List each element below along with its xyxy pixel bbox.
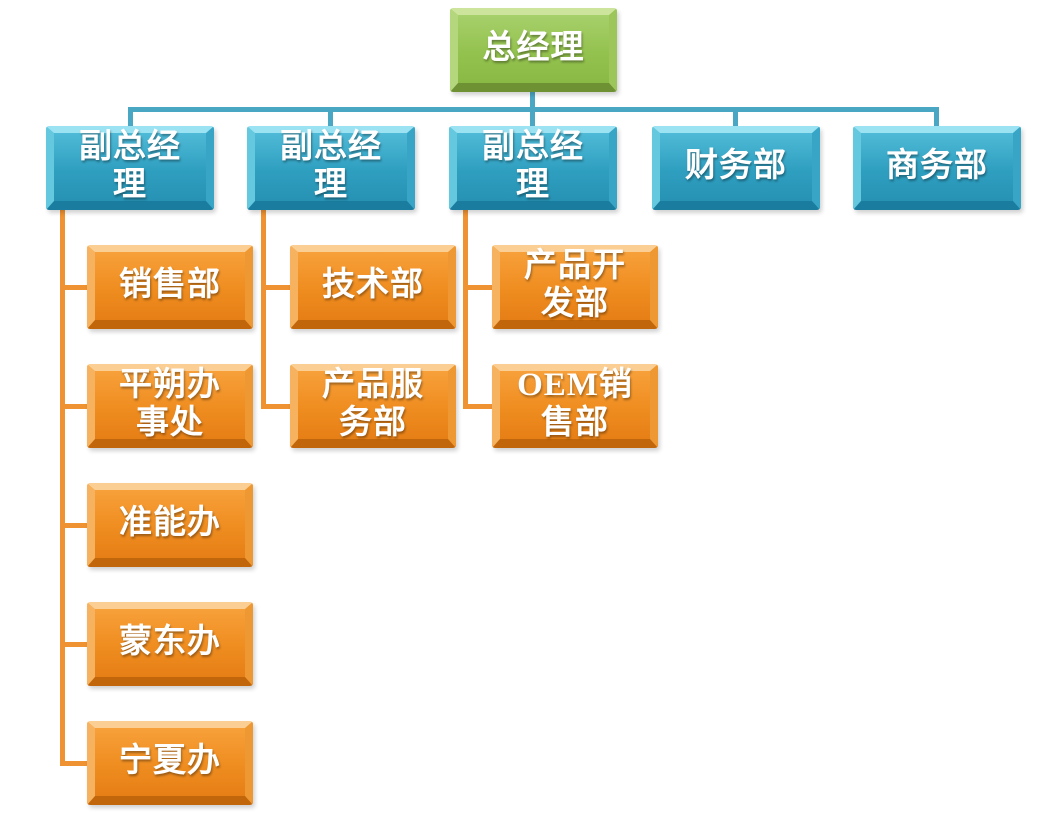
connector-bus-to-finance-dept — [733, 107, 738, 126]
connector-bus-to-deputy-gm-2 — [328, 107, 333, 126]
connector-deputy-gm-3-branch — [463, 209, 468, 408]
node-zhunneng-office: 准能办 — [87, 483, 253, 567]
node-deputy-gm-1: 副总经理 — [46, 126, 214, 210]
node-tech-dept: 技术部 — [290, 245, 456, 329]
connector-deputy-gm-1-branch — [60, 209, 65, 766]
node-ningxia-office: 宁夏办 — [87, 721, 253, 805]
node-pingshuo-office: 平朔办事处 — [87, 364, 253, 448]
node-product-dev-dept: 产品开发部 — [492, 245, 658, 329]
node-business-dept: 商务部 — [853, 126, 1021, 210]
node-oem-sales-dept: OEM销售部 — [492, 364, 658, 448]
connector-bus-to-business-dept — [934, 107, 939, 126]
node-deputy-gm-3: 副总经理 — [449, 126, 617, 210]
connector-branch1-to-zhunneng-office — [60, 523, 87, 528]
connector-deputy-gm-2-branch — [261, 209, 266, 409]
node-finance-dept: 财务部 — [652, 126, 820, 210]
node-general-manager: 总经理 — [450, 8, 617, 92]
connector-bus-to-deputy-gm-3 — [530, 107, 535, 126]
node-deputy-gm-2: 副总经理 — [247, 126, 415, 210]
connector-branch1-to-sales-dept — [60, 285, 87, 290]
node-product-service-dept: 产品服务部 — [290, 364, 456, 448]
connector-branch3-to-oem-sales-dept — [463, 404, 492, 409]
node-mengdong-office: 蒙东办 — [87, 602, 253, 686]
connector-branch3-to-product-dev-dept — [463, 285, 492, 290]
connector-root-to-bus — [530, 91, 535, 108]
connector-branch2-to-product-service-dept — [261, 404, 290, 409]
connector-bus-to-deputy-gm-1 — [128, 107, 133, 126]
connector-branch2-to-tech-dept — [261, 285, 290, 290]
connector-branch1-to-ningxia-office — [60, 761, 87, 766]
connector-branch1-to-pingshuo-office — [60, 404, 87, 409]
node-sales-dept: 销售部 — [87, 245, 253, 329]
connector-branch1-to-mengdong-office — [60, 642, 87, 647]
